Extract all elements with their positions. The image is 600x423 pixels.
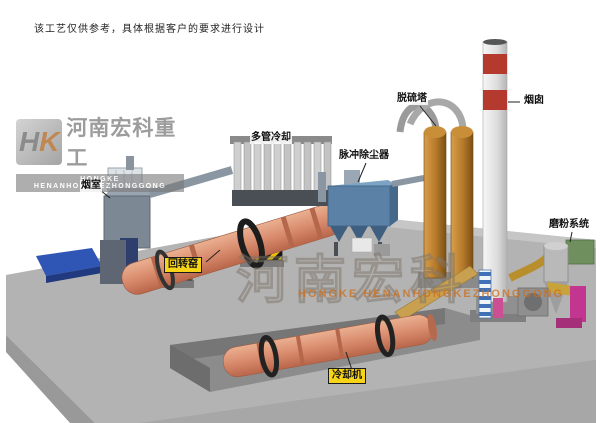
leader-lines bbox=[99, 101, 573, 371]
label-chimney: 烟囱 bbox=[523, 95, 545, 107]
company-name-cn: 河南宏科重工 bbox=[66, 117, 177, 170]
label-desulfurization-tower: 脱硫塔 bbox=[396, 93, 428, 105]
pulse-dust-collector bbox=[327, 170, 425, 256]
label-pulse-dust-collector: 脉冲除尘器 bbox=[338, 150, 390, 162]
blue-pad bbox=[36, 248, 102, 283]
grinding-system bbox=[508, 239, 595, 328]
label-grinding-system: 磨粉系统 bbox=[548, 219, 590, 231]
multi-tube-cooler bbox=[230, 136, 332, 206]
chimney-base-units bbox=[478, 269, 503, 319]
cooling-machine bbox=[222, 313, 438, 378]
label-cooling-machine: 冷却机 bbox=[328, 368, 366, 384]
label-smoke-chamber: 烟室 bbox=[80, 180, 102, 192]
label-multi-tube-cooler: 多管冷却 bbox=[250, 132, 292, 144]
inclined-conveyor bbox=[394, 265, 479, 321]
label-rotary-kiln: 回转窑 bbox=[164, 257, 202, 273]
reference-note: 该工艺仅供参考，具体根据客户的要求进行设计 bbox=[34, 24, 265, 35]
